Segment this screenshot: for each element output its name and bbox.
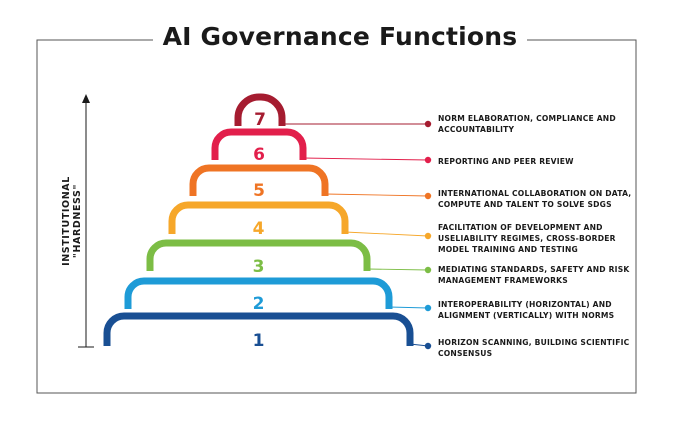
tier-6-leader-line [302, 157, 429, 161]
tier-1-dot [424, 342, 432, 350]
tier-4-dot [424, 232, 432, 240]
tier-3-leader-line [366, 268, 429, 271]
tier-5-leader-line [324, 193, 429, 197]
tier-6-arch [211, 128, 307, 160]
tier-2-leader-line [388, 306, 429, 309]
tier-2-number: 2 [253, 294, 265, 314]
tier-3-number: 3 [253, 257, 265, 277]
tier-2-arch [124, 277, 393, 309]
tier-2-dot [424, 304, 432, 312]
tier-6-number: 6 [253, 145, 265, 165]
tier-5-number: 5 [253, 181, 265, 201]
tier-7-arch [234, 93, 286, 126]
tier-4-arch [168, 201, 349, 234]
tier-6-dot [424, 156, 432, 164]
tier-5-arch [189, 164, 329, 196]
tier-3-arch [146, 239, 371, 271]
tier-4-description: FACILITATION OF DEVELOPMENT AND USELIABI… [438, 223, 616, 254]
tier-6-description: REPORTING AND PEER REVIEW [438, 157, 574, 166]
tier-4-number: 4 [253, 219, 265, 239]
axis-label: INSTITUTIONAL "HARDNESS" [61, 176, 83, 266]
title-container: AI Governance Functions [0, 22, 680, 51]
tier-3-dot [424, 266, 432, 274]
tier-5-dot [424, 192, 432, 200]
axis-arrowhead [82, 94, 90, 103]
tier-5-description: INTERNATIONAL COLLABORATION ON DATA, COM… [438, 189, 632, 209]
tier-1-number: 1 [253, 331, 265, 351]
tier-3-description: MEDIATING STANDARDS, SAFETY AND RISK MAN… [438, 265, 630, 285]
tier-2-description: INTEROPERABILITY (HORIZONTAL) AND ALIGNM… [438, 300, 615, 320]
tier-1-arch [103, 312, 414, 346]
tier-7-number: 7 [254, 110, 266, 130]
page-title: AI Governance Functions [152, 22, 528, 51]
tier-7-description: NORM ELABORATION, COMPLIANCE AND ACCOUNT… [438, 114, 616, 134]
tier-1-description: HORIZON SCANNING, BUILDING SCIENTIFIC CO… [438, 338, 630, 358]
tier-4-leader-line [344, 231, 429, 237]
tier-7-dot [424, 120, 432, 128]
frame-border [36, 39, 637, 394]
